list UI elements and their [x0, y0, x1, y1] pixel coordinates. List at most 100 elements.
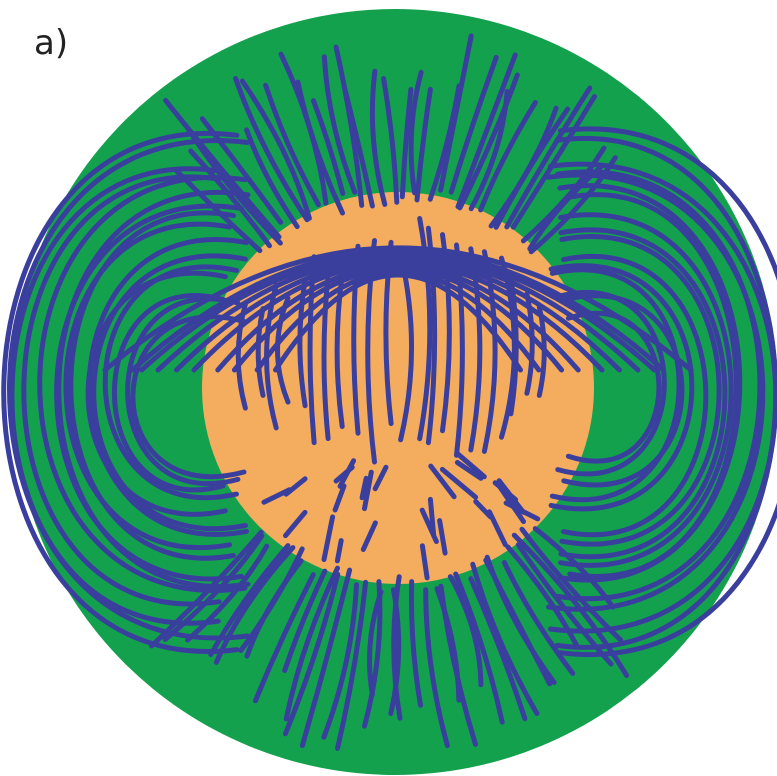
field-line	[408, 579, 423, 708]
field-line	[233, 76, 310, 223]
field-line	[362, 579, 383, 729]
field-line	[130, 248, 666, 373]
field-line	[388, 587, 402, 717]
field-line	[448, 54, 499, 195]
core-field-line	[454, 460, 484, 481]
field-line	[244, 127, 300, 230]
core-field-line	[455, 451, 487, 480]
field-line	[408, 69, 424, 196]
core-field-line	[337, 458, 357, 489]
core-field-line	[261, 487, 292, 505]
field-line	[295, 79, 345, 216]
field-line	[191, 260, 605, 373]
core-field-line	[473, 499, 493, 520]
field-line	[510, 94, 597, 230]
field-line	[238, 546, 305, 653]
field-line	[252, 572, 316, 704]
core-field-line	[255, 306, 266, 398]
field-line	[163, 97, 282, 240]
field-line	[7, 138, 250, 641]
core-field-line	[372, 464, 389, 492]
core-field-line	[503, 500, 541, 522]
field-line	[231, 266, 565, 373]
core-field-line	[362, 469, 374, 512]
field-line	[273, 272, 523, 373]
field-line	[558, 227, 728, 559]
field-line	[414, 86, 433, 203]
core-field-line	[359, 475, 369, 501]
field-line	[102, 264, 239, 501]
field-line	[111, 293, 226, 493]
field-line	[68, 210, 236, 561]
field-line	[321, 54, 358, 195]
field-line	[185, 543, 270, 643]
field-line	[311, 98, 346, 196]
field-line	[434, 586, 462, 703]
panel-label: a)	[34, 23, 69, 63]
field-line	[557, 126, 777, 658]
field-line	[335, 579, 369, 751]
field-line	[239, 78, 312, 221]
field-line	[283, 565, 340, 722]
field-line	[37, 174, 248, 593]
core-field-line	[321, 514, 336, 562]
field-line	[470, 561, 540, 716]
field-line	[549, 267, 682, 503]
core-field-line	[417, 216, 433, 442]
field-line	[21, 174, 222, 607]
field-line	[478, 100, 538, 213]
core-field-line	[427, 496, 437, 537]
field-line	[56, 190, 251, 589]
field-line	[558, 212, 734, 568]
field-line	[468, 576, 528, 722]
core-field-line	[283, 509, 308, 539]
field-line	[561, 254, 709, 537]
field-line	[125, 296, 241, 487]
field-line	[483, 557, 553, 687]
field-line	[399, 87, 414, 200]
field-line	[423, 587, 450, 749]
field-line	[447, 574, 484, 688]
field-line	[455, 52, 518, 210]
field-lines-group	[1, 33, 777, 751]
field-line	[369, 68, 388, 207]
field-line	[282, 568, 328, 673]
field-line	[215, 263, 581, 373]
field-line	[561, 293, 685, 488]
field-line	[546, 172, 766, 612]
core-field-line	[508, 275, 519, 417]
field-line	[438, 33, 474, 193]
field-line	[188, 148, 272, 249]
field-line	[515, 542, 614, 667]
field-line	[174, 257, 622, 373]
field-line	[91, 253, 248, 531]
field-line	[1, 130, 240, 655]
field-line	[559, 234, 722, 547]
field-line	[511, 532, 630, 678]
field-line	[381, 76, 400, 205]
field-line	[199, 116, 284, 225]
field-line	[554, 135, 777, 650]
field-line	[9, 166, 221, 626]
core-field-line	[419, 543, 430, 581]
field-line	[548, 263, 695, 512]
field-line	[155, 254, 641, 373]
field-line	[321, 582, 359, 740]
field-line	[254, 269, 542, 373]
field-line	[555, 169, 763, 602]
core-field-line	[332, 483, 347, 513]
core-field-line	[334, 272, 345, 429]
field-line	[493, 106, 571, 230]
field-line	[282, 571, 341, 737]
field-line	[453, 571, 505, 725]
core-field-line	[439, 466, 479, 500]
field-line	[391, 574, 403, 721]
field-line	[63, 221, 233, 550]
field-line	[263, 82, 321, 208]
field-line	[468, 88, 510, 212]
field-line	[208, 543, 291, 658]
field-line	[299, 567, 353, 748]
field-line	[457, 72, 520, 211]
core-field-line	[321, 272, 331, 442]
